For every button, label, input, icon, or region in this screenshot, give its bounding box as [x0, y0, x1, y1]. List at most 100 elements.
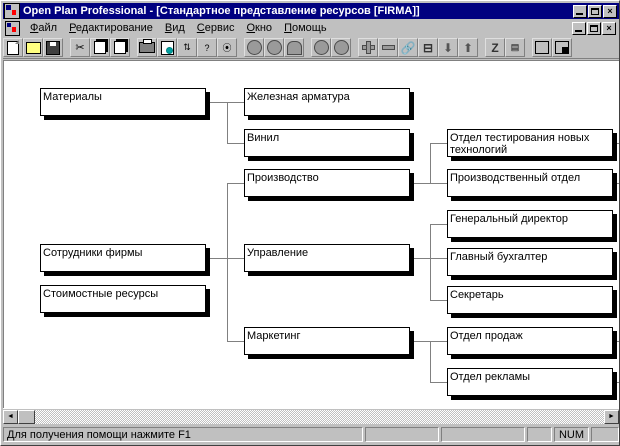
move-down-button[interactable]: ⬇ — [438, 38, 458, 57]
tree-node-label: Материалы — [43, 91, 102, 103]
tree-node[interactable]: Управление — [244, 244, 410, 272]
paste-button[interactable] — [110, 38, 130, 57]
menu-item-edit[interactable]: Редактирование — [69, 22, 153, 34]
sort-button[interactable]: ⇅ — [177, 38, 197, 57]
tree-node[interactable]: Главный бухгалтер — [447, 248, 613, 276]
dome-node-button[interactable] — [284, 38, 304, 57]
connector — [613, 382, 619, 383]
tree-node[interactable]: Отдел рекламы — [447, 368, 613, 396]
tree-node[interactable]: Секретарь — [447, 286, 613, 314]
tree-node[interactable]: Отдел тестирования новых технологий — [447, 129, 613, 157]
tree-node[interactable]: Материалы — [40, 88, 206, 116]
tree-node[interactable]: Генеральный директор — [447, 210, 613, 238]
tree-node-label: Главный бухгалтер — [450, 251, 548, 263]
zoom-z-icon: Z — [491, 40, 499, 55]
select-box-button[interactable] — [552, 38, 572, 57]
connector — [410, 183, 431, 184]
circle-filled2-button[interactable] — [331, 38, 351, 57]
print-icon — [138, 39, 156, 56]
scroll-left-button[interactable]: ◄ — [3, 409, 18, 424]
open-plan-icon — [4, 3, 20, 19]
tree-node-label: Управление — [247, 247, 309, 259]
menu-label-view-rest: ид — [172, 22, 185, 34]
scrollbar-thumb[interactable] — [18, 409, 35, 424]
tree-node-label: Производственный отдел — [450, 172, 581, 184]
menu-label-service-rest: ервис — [204, 22, 235, 34]
tree-node[interactable]: Отдел продаж — [447, 327, 613, 355]
menu-item-help[interactable]: Помощь — [284, 22, 327, 34]
document-icon[interactable] — [5, 20, 20, 36]
menu-item-view[interactable]: Вид — [164, 22, 185, 34]
circle-filled-button[interactable] — [311, 38, 331, 57]
tree-node[interactable]: Железная арматура — [244, 88, 410, 116]
circle-node-button[interactable] — [244, 38, 264, 57]
tree-node-label: Генеральный директор — [450, 213, 568, 225]
help-button[interactable]: ? — [197, 38, 217, 57]
context-help-button[interactable]: ⦿ — [217, 38, 237, 57]
save-button[interactable] — [43, 38, 63, 57]
connector — [613, 341, 619, 342]
connector — [227, 143, 244, 144]
connector — [430, 382, 447, 383]
mdi-close-button[interactable]: × — [602, 21, 616, 35]
tree-node-label: Маркетинг — [247, 330, 301, 342]
menu-item-file[interactable]: Файл — [30, 22, 58, 34]
menu-item-window[interactable]: Окно — [246, 22, 273, 34]
tree-node[interactable]: Производственный отдел — [447, 169, 613, 197]
connector — [430, 224, 431, 300]
add-button[interactable] — [358, 38, 378, 57]
mdi-restore-button[interactable] — [587, 21, 601, 35]
move-up-button[interactable]: ⬆ — [458, 38, 478, 57]
status-num-indicator: NUM — [554, 427, 589, 442]
circle-person-button[interactable] — [264, 38, 284, 57]
diagram-canvas[interactable]: Материалы Сотрудники фирмы Стоимостные р… — [3, 60, 619, 408]
unlink-icon: ⊟ — [422, 40, 434, 55]
copy-button[interactable] — [90, 38, 110, 57]
minimize-button[interactable] — [573, 4, 587, 18]
select-box-icon — [553, 39, 571, 56]
paste-clipboard-icon — [111, 39, 129, 56]
tree-node[interactable]: Стоимостные ресурсы — [40, 285, 206, 313]
connector — [430, 300, 447, 301]
print-preview-button[interactable] — [157, 38, 177, 57]
connector — [430, 143, 431, 184]
tree-node[interactable]: Производство — [244, 169, 410, 197]
link-button[interactable]: 🔗 — [398, 38, 418, 57]
new-file-button[interactable] — [3, 38, 23, 57]
layout-icon — [533, 39, 551, 56]
layout-button[interactable] — [532, 38, 552, 57]
unlink-button[interactable]: ⊟ — [418, 38, 438, 57]
dome-node-icon — [285, 39, 303, 56]
menu-item-service[interactable]: Сервис — [196, 22, 235, 34]
restore-button[interactable] — [588, 4, 602, 18]
cut-scissors-icon: ✂ — [75, 42, 85, 54]
tree-node[interactable]: Винил — [244, 129, 410, 157]
tree-node-label: Винил — [247, 132, 280, 144]
print-button[interactable] — [137, 38, 157, 57]
connector — [206, 102, 228, 103]
horizontal-scrollbar[interactable]: ◄ ► — [3, 408, 619, 424]
open-file-button[interactable] — [23, 38, 43, 57]
tree-node[interactable]: Сотрудники фирмы — [40, 244, 206, 272]
status-message: Для получения помощи нажмите F1 — [3, 427, 363, 442]
table-view-button[interactable]: ▤ — [505, 38, 525, 57]
connector — [430, 143, 447, 144]
close-button[interactable]: × — [603, 4, 617, 18]
cut-button[interactable]: ✂ — [70, 38, 90, 57]
status-panel-d — [591, 427, 619, 442]
move-up-icon: ⬆ — [462, 40, 474, 55]
scroll-right-button[interactable]: ► — [604, 409, 619, 424]
zoom-z-button[interactable]: Z — [485, 38, 505, 57]
tree-node[interactable]: Маркетинг — [244, 327, 410, 355]
title-bar[interactable]: Open Plan Professional - [Стандартное пр… — [3, 3, 619, 19]
mdi-minimize-button[interactable] — [572, 21, 586, 35]
scrollbar-trough[interactable] — [18, 409, 604, 424]
circle-node-icon — [245, 39, 263, 56]
connector — [430, 183, 447, 184]
remove-button[interactable] — [378, 38, 398, 57]
status-panel-b — [441, 427, 525, 442]
minus-icon — [379, 39, 397, 56]
sort-icon: ⇅ — [183, 42, 191, 52]
menu-bar: Файл Редактирование Вид Сервис Окно Помо… — [3, 20, 619, 36]
new-file-icon — [4, 39, 22, 56]
